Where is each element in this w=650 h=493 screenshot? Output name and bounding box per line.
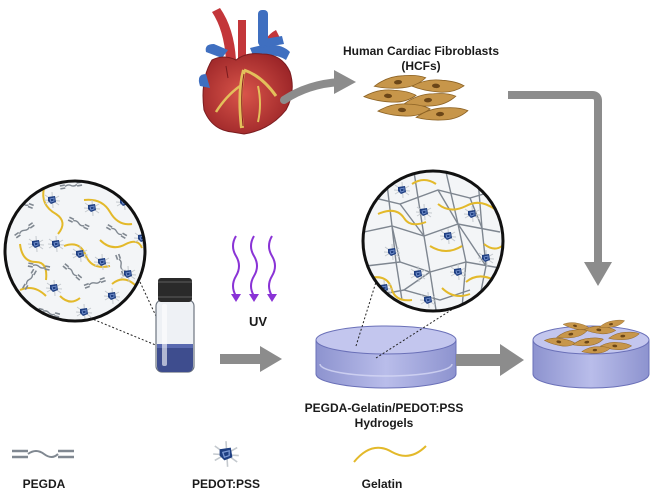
uv-label: UV — [249, 314, 267, 329]
uv-light-icon — [232, 235, 276, 297]
legend-pedot-pss-icon — [212, 440, 240, 468]
vial-icon — [155, 278, 195, 373]
heart-icon — [198, 8, 293, 135]
legend-gelatin-label: Gelatin — [362, 477, 403, 491]
arrow-hydrogel-to-seeded — [456, 344, 524, 376]
hydrogel-zoom-circle — [361, 169, 505, 313]
arrow-vial-to-hydrogel — [220, 346, 282, 372]
uv-arrowheads — [231, 294, 277, 302]
zoom-callout-lines-left — [89, 281, 171, 347]
legend-pegda-icon — [12, 449, 74, 459]
legend-gelatin-icon — [353, 445, 427, 463]
fibroblast-cells-icon — [363, 73, 469, 122]
legend-pedot-pss-label: PEDOT:PSS — [192, 477, 260, 491]
arrow-cells-to-seeded-hydrogel — [508, 91, 612, 286]
cell-seeded-hydrogel-icon — [532, 318, 650, 389]
legend-pegda-label: PEGDA — [23, 477, 66, 491]
arrow-heart-to-cells — [280, 70, 356, 104]
hydrogel-label-line2: Hydrogels — [355, 416, 414, 430]
cells-title-line1: Human Cardiac Fibroblasts — [343, 44, 499, 58]
hydrogel-disc-icon — [315, 325, 457, 389]
hydrogel-label-line1: PEGDA-Gelatin/PEDOT:PSS — [305, 401, 464, 415]
precursor-zoom-circle — [3, 179, 147, 323]
cells-title-line2: (HCFs) — [401, 59, 440, 73]
